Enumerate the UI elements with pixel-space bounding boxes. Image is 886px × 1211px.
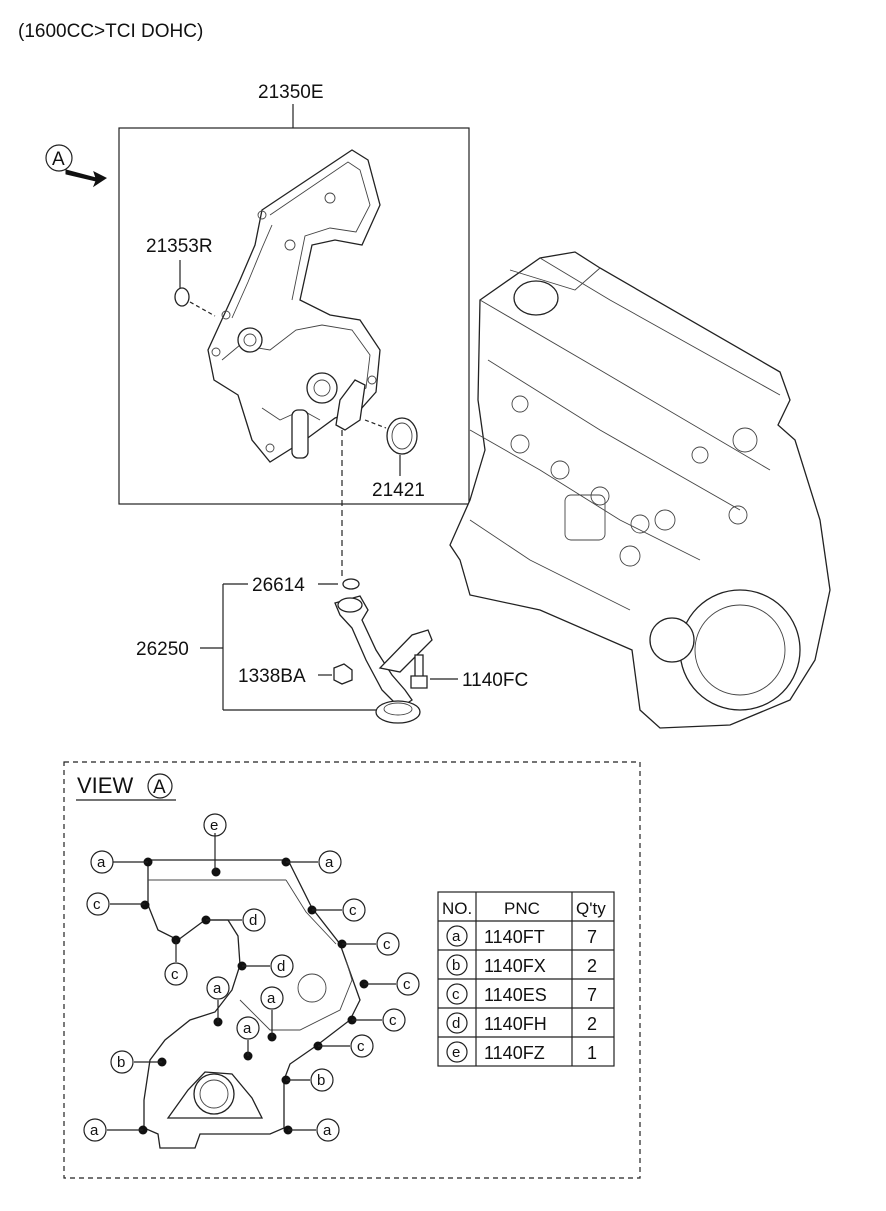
bubble-a[interactable]: a xyxy=(236,1016,260,1040)
svg-text:a: a xyxy=(97,854,106,871)
bubble-d[interactable]: d xyxy=(270,954,294,978)
view-a-letter: A xyxy=(153,777,166,798)
oil-seal-small xyxy=(174,287,190,307)
callout-26614[interactable]: 26614 xyxy=(252,575,305,596)
svg-text:c: c xyxy=(171,966,179,983)
svg-text:a: a xyxy=(267,990,276,1007)
table-header-pnc: PNC xyxy=(504,899,540,918)
bubble-a[interactable]: a xyxy=(318,850,342,874)
bubble-c[interactable]: c xyxy=(382,1008,406,1032)
view-arrow-icon xyxy=(65,169,107,188)
flange-bolt xyxy=(414,654,424,678)
svg-text:d: d xyxy=(249,912,257,929)
svg-text:c: c xyxy=(349,902,357,919)
cover-outline-view xyxy=(143,859,361,1149)
hex-nut xyxy=(333,663,353,685)
cover-assembly-group: 21350E A xyxy=(45,82,470,505)
bubble-c[interactable]: c xyxy=(342,898,366,922)
svg-text:c: c xyxy=(93,896,101,913)
svg-text:7: 7 xyxy=(587,927,597,947)
table-row: e 1140FZ 1 xyxy=(446,1041,597,1063)
bubble-a[interactable]: a xyxy=(90,850,114,874)
engine-block-illustration xyxy=(449,251,831,729)
engine-spec-title: (1600CC>TCI DOHC) xyxy=(18,21,203,42)
svg-text:c: c xyxy=(357,1038,365,1055)
bubble-a[interactable]: a xyxy=(206,976,230,1000)
view-a-frame xyxy=(63,761,641,1179)
svg-text:a: a xyxy=(213,980,222,997)
table-header-no: NO. xyxy=(442,899,472,918)
bubble-b[interactable]: b xyxy=(310,1068,334,1092)
table-row: a 1140FT 7 xyxy=(446,925,597,947)
svg-text:1140ES: 1140ES xyxy=(484,985,547,1005)
svg-text:c: c xyxy=(452,986,460,1003)
svg-text:d: d xyxy=(277,958,285,975)
bubble-c[interactable]: c xyxy=(376,932,400,956)
o-ring xyxy=(342,578,360,590)
bubble-c[interactable]: c xyxy=(164,962,188,986)
bubble-c[interactable]: c xyxy=(86,892,110,916)
svg-text:d: d xyxy=(452,1015,460,1032)
svg-text:a: a xyxy=(325,854,334,871)
oil-strainer-group: 26614 26250 1338BA 1140FC xyxy=(136,575,528,724)
callout-26250[interactable]: 26250 xyxy=(136,639,189,660)
callout-21350E[interactable]: 21350E xyxy=(258,82,324,103)
bubble-c[interactable]: c xyxy=(396,972,420,996)
svg-text:A: A xyxy=(52,149,65,170)
view-a-marker[interactable]: A xyxy=(45,144,107,188)
svg-text:c: c xyxy=(389,1012,397,1029)
svg-text:a: a xyxy=(90,1122,99,1139)
table-row: c 1140ES 7 xyxy=(446,983,597,1005)
bolt-table: NO. PNC Q'ty a 1140FT 7 b 1140FX 2 c 114… xyxy=(437,891,615,1067)
bubble-d[interactable]: d xyxy=(242,908,266,932)
svg-text:b: b xyxy=(317,1072,325,1089)
svg-text:a: a xyxy=(323,1122,332,1139)
svg-text:a: a xyxy=(243,1020,252,1037)
svg-text:1140FX: 1140FX xyxy=(484,956,546,976)
bubble-c[interactable]: c xyxy=(350,1034,374,1058)
svg-text:2: 2 xyxy=(587,1014,597,1034)
svg-text:1140FT: 1140FT xyxy=(484,927,545,947)
svg-text:b: b xyxy=(452,957,460,974)
svg-text:1: 1 xyxy=(587,1043,597,1063)
bubble-b[interactable]: b xyxy=(110,1050,134,1074)
svg-text:e: e xyxy=(210,817,218,834)
bubble-a[interactable]: a xyxy=(316,1118,340,1142)
view-a-title: VIEW xyxy=(77,773,133,798)
bolt-callouts: e a a c c d c c d c a a c a c b b a a xyxy=(83,813,420,1142)
table-row: d 1140FH 2 xyxy=(446,1012,597,1034)
oil-strainer xyxy=(334,595,413,709)
svg-text:7: 7 xyxy=(587,985,597,1005)
table-row: b 1140FX 2 xyxy=(446,954,597,976)
svg-text:a: a xyxy=(452,928,461,945)
svg-text:c: c xyxy=(403,976,411,993)
callout-1338BA[interactable]: 1338BA xyxy=(238,666,306,687)
callout-21353R[interactable]: 21353R xyxy=(146,236,213,257)
svg-text:2: 2 xyxy=(587,956,597,976)
svg-text:1140FH: 1140FH xyxy=(484,1014,547,1034)
view-a-panel: VIEW A xyxy=(63,761,641,1179)
svg-text:b: b xyxy=(117,1054,125,1071)
table-header-qty: Q'ty xyxy=(576,899,606,918)
timing-cover-illustration xyxy=(207,149,381,463)
callout-21421[interactable]: 21421 xyxy=(372,480,425,501)
svg-text:1140FZ: 1140FZ xyxy=(484,1043,545,1063)
bubble-e[interactable]: e xyxy=(203,813,227,837)
bubble-a[interactable]: a xyxy=(83,1118,107,1142)
callout-1140FC[interactable]: 1140FC xyxy=(462,670,528,691)
svg-text:e: e xyxy=(452,1044,460,1061)
cover-assembly-frame xyxy=(118,127,470,505)
svg-text:c: c xyxy=(383,936,391,953)
bubble-a[interactable]: a xyxy=(260,986,284,1010)
